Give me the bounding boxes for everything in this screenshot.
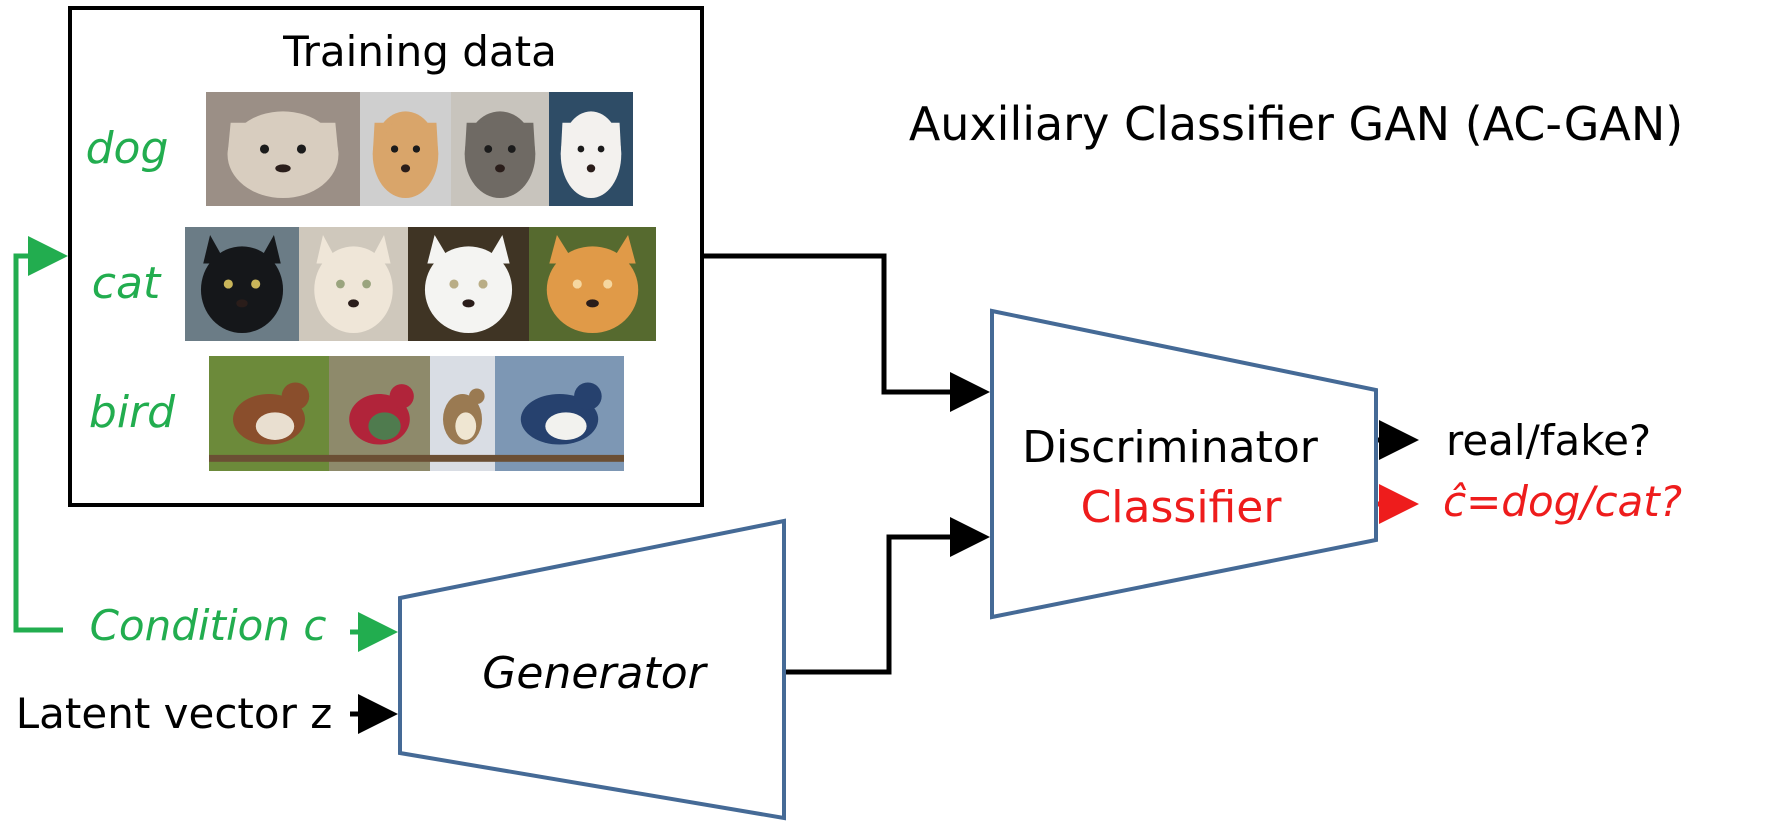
generator-to-discriminator-arrow <box>786 517 990 675</box>
row-label-cat: cat <box>92 258 162 309</box>
bird-photo-4 <box>495 356 624 471</box>
condition-label: Condition c <box>90 601 327 650</box>
row-label-dog: dog <box>86 123 169 174</box>
generator-label: Generator <box>482 648 708 699</box>
cat-photo-2 <box>299 227 408 341</box>
condition-to-training-arrow <box>13 236 68 633</box>
latent-label: Latent vector z <box>16 689 333 738</box>
discriminator-label: Discriminator <box>1022 422 1319 473</box>
dog-photo-4 <box>549 92 633 206</box>
real-fake-output: real/fake? <box>1446 416 1651 465</box>
dog-photo-2 <box>360 92 451 206</box>
generator-block <box>398 518 786 821</box>
cat-photo-1 <box>185 227 299 341</box>
cat-photo-4 <box>529 227 656 341</box>
diagram-title: Auxiliary Classifier GAN (AC-GAN) <box>909 97 1683 151</box>
discriminator-block <box>990 308 1378 620</box>
classifier-label: Classifier <box>1081 482 1283 533</box>
bird-photo-2 <box>329 356 430 471</box>
bird-photo-3 <box>430 356 495 471</box>
dog-photo-3 <box>451 92 549 206</box>
training-images <box>185 92 656 471</box>
training-to-discriminator-arrow <box>704 253 990 412</box>
bird-photo-1 <box>209 356 329 471</box>
row-label-bird: bird <box>89 387 176 438</box>
dog-photo-1 <box>206 92 360 206</box>
training-data-heading: Training data <box>282 27 557 76</box>
class-prediction-output: ĉ=dog/cat? <box>1443 477 1682 526</box>
cat-photo-3 <box>408 227 529 341</box>
